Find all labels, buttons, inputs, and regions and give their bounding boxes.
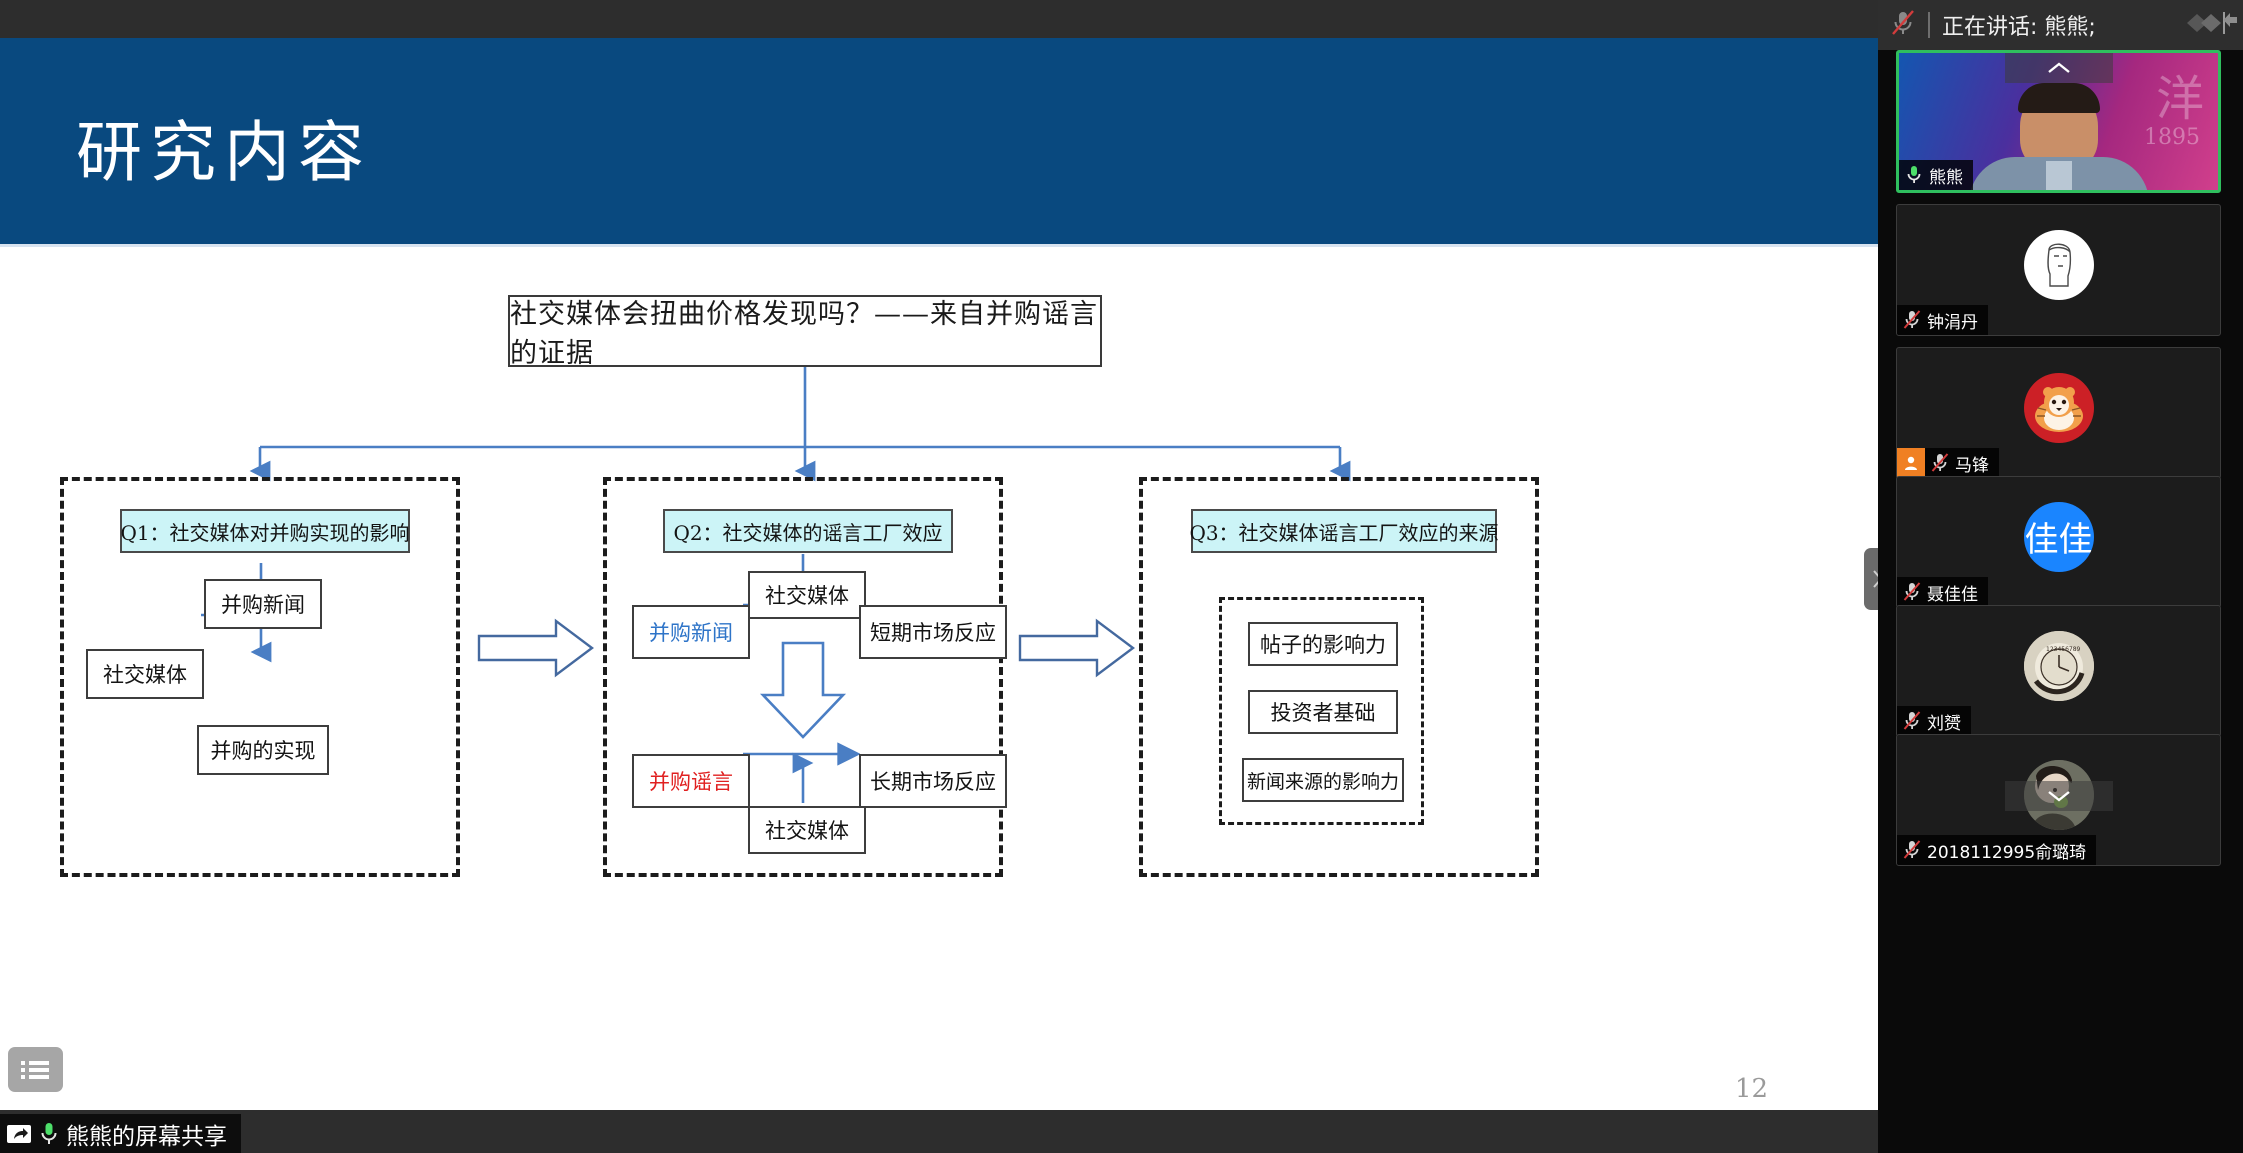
participant-name: 刘赟 xyxy=(1927,713,1961,734)
avatar: 佳佳 xyxy=(2023,501,2094,572)
annotation-toolbar-button[interactable] xyxy=(8,1047,63,1092)
q2-node-ma-rumor: 并购谣言 xyxy=(632,754,750,808)
participant-tile[interactable]: 2018112995俞璐琦 xyxy=(1896,734,2221,866)
q1-node-ma-news: 并购新闻 xyxy=(204,579,322,629)
microphone-on-icon xyxy=(1899,164,1929,186)
root-question-box: 社交媒体会扭曲价格发现吗？——来自并购谣言的证据 xyxy=(508,295,1102,369)
share-status-label: 熊熊的屏幕共享 xyxy=(66,1123,227,1150)
q2-node-long-term-reaction: 长期市场反应 xyxy=(859,754,1007,808)
top-letterbox-strip xyxy=(0,0,1878,38)
svg-text:123456789: 123456789 xyxy=(2046,646,2081,653)
chevron-down-overlay[interactable] xyxy=(2004,781,2113,811)
question-panel-q1: Q1：社交媒体对并购实现的影响 并购新闻 社交媒体 并购的实现 xyxy=(60,477,460,877)
participant-name: 2018112995俞璐琦 xyxy=(1927,842,2087,863)
share-screen-icon xyxy=(6,1123,32,1145)
avatar xyxy=(2023,372,2094,443)
microphone-muted-icon xyxy=(1897,309,1927,331)
participant-tile[interactable]: 马锋 xyxy=(1896,347,2221,479)
q2-node-social-media-top: 社交媒体 xyxy=(748,571,866,619)
q2-heading: Q2：社交媒体的谣言工厂效应 xyxy=(663,509,953,553)
avatar: 123456789 xyxy=(2023,630,2094,701)
participant-name: 熊熊 xyxy=(1929,167,1963,188)
avatar xyxy=(2023,229,2094,300)
q3-node-investor-base: 投资者基础 xyxy=(1248,690,1398,734)
participant-tile[interactable]: 钟涓丹 xyxy=(1896,204,2221,336)
microphone-muted-icon xyxy=(1890,9,1916,42)
page-title: 研究内容 xyxy=(76,114,372,191)
participant-namebar: 聂佳佳 xyxy=(1897,577,1988,607)
q1-node-social-media: 社交媒体 xyxy=(86,649,204,699)
participant-name: 聂佳佳 xyxy=(1927,584,1978,605)
q1-heading: Q1：社交媒体对并购实现的影响 xyxy=(120,509,410,553)
slide-page-number: 12 xyxy=(1735,1074,1769,1104)
line-art-avatar-icon xyxy=(2046,243,2071,287)
q2-node-ma-news: 并购新闻 xyxy=(632,605,750,659)
bottom-status-bar: 熊熊的屏幕共享 xyxy=(0,1110,1878,1153)
microphone-muted-icon xyxy=(1897,710,1927,732)
window-controls[interactable] xyxy=(2185,8,2237,38)
q3-node-news-source-influence: 新闻来源的影响力 xyxy=(1242,758,1404,802)
list-icon xyxy=(20,1058,51,1082)
q3-source-group: 帖子的影响力 投资者基础 新闻来源的影响力 xyxy=(1219,597,1424,825)
avatar-initials: 佳佳 xyxy=(2024,520,2093,561)
participant-tile[interactable]: 佳佳 聂佳佳 xyxy=(1896,476,2221,608)
microphone-muted-icon xyxy=(1925,452,1955,474)
participant-name: 马锋 xyxy=(1955,455,1989,476)
q2-node-social-media-bottom: 社交媒体 xyxy=(748,806,866,854)
active-speaker-banner: 正在讲话: 熊熊; xyxy=(1878,0,2243,50)
participant-namebar: 马锋 xyxy=(1897,448,1999,478)
q1-node-ma-completion: 并购的实现 xyxy=(197,725,329,775)
participant-namebar: 钟涓丹 xyxy=(1897,305,1988,335)
participant-tile-active[interactable]: 洋 1895 xyxy=(1896,50,2221,193)
participant-name: 钟涓丹 xyxy=(1927,312,1978,333)
participant-namebar: 熊熊 xyxy=(1899,160,1973,190)
shared-screen-area: 研究内容 社交媒体会扭曲价格发现吗？——来自并购谣言的证据 xyxy=(0,0,1878,1153)
q3-heading: Q3：社交媒体谣言工厂效应的来源 xyxy=(1189,509,1499,553)
q2-node-short-term-reaction: 短期市场反应 xyxy=(859,605,1007,659)
active-speaker-label: 正在讲话: 熊熊; xyxy=(1942,15,2096,40)
chevron-up-overlay[interactable] xyxy=(2004,53,2113,83)
banner-divider xyxy=(1928,12,1930,38)
screen-share-status: 熊熊的屏幕共享 xyxy=(0,1114,241,1153)
microphone-muted-icon xyxy=(1897,581,1927,603)
research-framework-diagram: 社交媒体会扭曲价格发现吗？——来自并购谣言的证据 xyxy=(0,247,1878,1110)
chevron-up-icon xyxy=(2047,62,2070,73)
participant-tile[interactable]: 123456789 刘赟 xyxy=(1896,605,2221,737)
presentation-slide: 研究内容 社交媒体会扭曲价格发现吗？——来自并购谣言的证据 xyxy=(0,38,1878,1110)
slide-header-band xyxy=(0,38,1878,244)
slide-header-underline xyxy=(0,244,1878,247)
connector-lines xyxy=(201,367,1351,803)
q3-node-post-influence: 帖子的影响力 xyxy=(1248,622,1398,666)
participant-namebar: 2018112995俞璐琦 xyxy=(1897,835,2097,865)
microphone-on-icon xyxy=(38,1121,60,1147)
watch-photo-avatar-icon: 123456789 xyxy=(2023,630,2094,701)
tiger-avatar-icon xyxy=(2034,386,2083,432)
question-panel-q2: Q2：社交媒体的谣言工厂效应 社交媒体 并购新闻 短期市场反应 并购谣言 长期市… xyxy=(603,477,1007,877)
participant-video-rail: 正在讲话: 熊熊; 洋 1895 xyxy=(1878,0,2243,1153)
participant-namebar: 刘赟 xyxy=(1897,706,1971,736)
chevron-down-icon xyxy=(2047,791,2070,802)
microphone-muted-icon xyxy=(1897,839,1927,861)
host-badge-icon xyxy=(1897,448,1925,478)
question-panel-q3: Q3：社交媒体谣言工厂效应的来源 帖子的影响力 投资者基础 新闻来源的影响力 xyxy=(1139,477,1539,877)
